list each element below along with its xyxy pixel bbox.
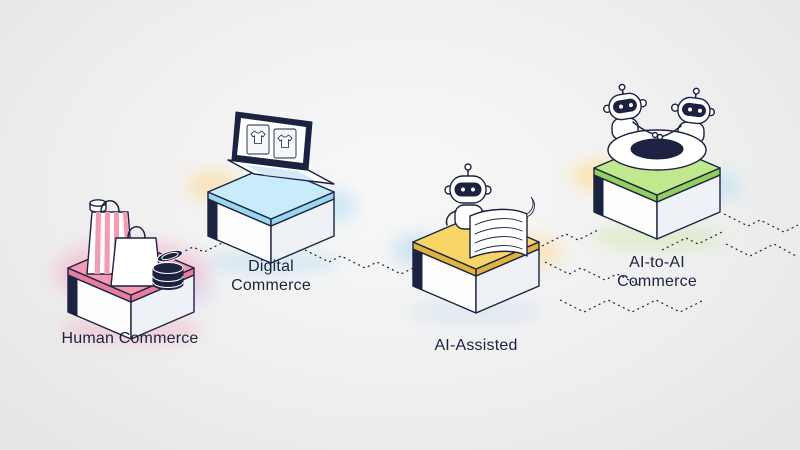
dotted-path-right-a bbox=[723, 213, 799, 233]
robot-visor bbox=[682, 102, 706, 118]
shirt-icon bbox=[277, 134, 293, 148]
cube-corner-stripe bbox=[207, 198, 218, 241]
stage-label-human-commerce: Human Commerce bbox=[35, 329, 225, 348]
robot-eye bbox=[619, 104, 624, 109]
robot-right-head bbox=[670, 87, 716, 125]
robot-eye bbox=[628, 103, 633, 108]
cube-corner-stripe bbox=[67, 274, 78, 317]
robot-hand bbox=[656, 133, 664, 141]
curved-list-row bbox=[474, 236, 523, 244]
robot-left-head bbox=[603, 83, 647, 121]
cube-corner-stripe bbox=[593, 174, 604, 217]
stage-ai-assisted bbox=[412, 163, 540, 314]
coin-rim bbox=[152, 281, 184, 288]
dotted-path-3-4b bbox=[544, 261, 642, 287]
curved-list-curl bbox=[526, 196, 535, 218]
striped-bag-handle bbox=[100, 200, 120, 213]
stage-label-ai-assisted: AI-Assisted bbox=[406, 336, 546, 355]
round-table-hole bbox=[630, 138, 684, 160]
dotted-path-3-4a bbox=[541, 228, 601, 247]
laptop-icon bbox=[227, 111, 335, 185]
robot-visor bbox=[613, 98, 637, 114]
stage-label-digital-commerce: Digital Commerce bbox=[202, 257, 340, 295]
coin-roll-top bbox=[89, 199, 107, 207]
robot-eye bbox=[688, 107, 693, 112]
shirt-icon bbox=[250, 130, 266, 144]
stage-ai-to-ai-commerce bbox=[593, 83, 721, 240]
dotted-path-front-4 bbox=[661, 231, 723, 251]
cube-corner-stripe bbox=[412, 248, 423, 291]
coin-stack-top bbox=[152, 262, 184, 274]
robot-eye bbox=[697, 108, 702, 113]
laptop-keyboard bbox=[246, 165, 316, 181]
stage-label-line: Commerce bbox=[231, 277, 311, 294]
curved-list-row bbox=[474, 245, 523, 253]
stage-label-line: Commerce bbox=[617, 273, 697, 290]
robot-antenna-ball bbox=[618, 83, 626, 91]
robot-antenna-ball bbox=[692, 87, 700, 95]
robot-hand bbox=[651, 131, 659, 139]
white-bag-handle bbox=[127, 226, 146, 239]
coin-stack-body bbox=[152, 268, 184, 290]
stage-label-line: Digital bbox=[248, 258, 294, 275]
curved-list-row bbox=[474, 227, 523, 235]
stage-label-ai-to-ai-commerce: AI-to-AI Commerce bbox=[588, 253, 726, 291]
curved-list-row bbox=[474, 218, 523, 226]
robot-antenna-ball bbox=[464, 163, 472, 171]
two-robots-table-icon bbox=[603, 83, 716, 171]
stage-label-line: AI-Assisted bbox=[434, 337, 518, 354]
robot-eye bbox=[471, 187, 475, 192]
robot-visor bbox=[454, 182, 482, 197]
coin-rim bbox=[152, 275, 184, 282]
stage-label-line: Human Commerce bbox=[61, 330, 199, 347]
curved-list-icon bbox=[469, 196, 535, 259]
tilted-coin-icon bbox=[156, 249, 184, 263]
dotted-path-bottom bbox=[559, 299, 703, 313]
stage-digital-commerce bbox=[207, 111, 335, 264]
stage-human-commerce bbox=[67, 199, 195, 340]
shopping-bags-icon bbox=[86, 199, 162, 287]
coin-stack-icon bbox=[152, 249, 184, 290]
stage-label-line: AI-to-AI bbox=[629, 254, 685, 271]
robot-arm bbox=[445, 210, 457, 226]
robot-eye bbox=[461, 187, 465, 192]
dotted-path-right-b bbox=[725, 243, 797, 257]
